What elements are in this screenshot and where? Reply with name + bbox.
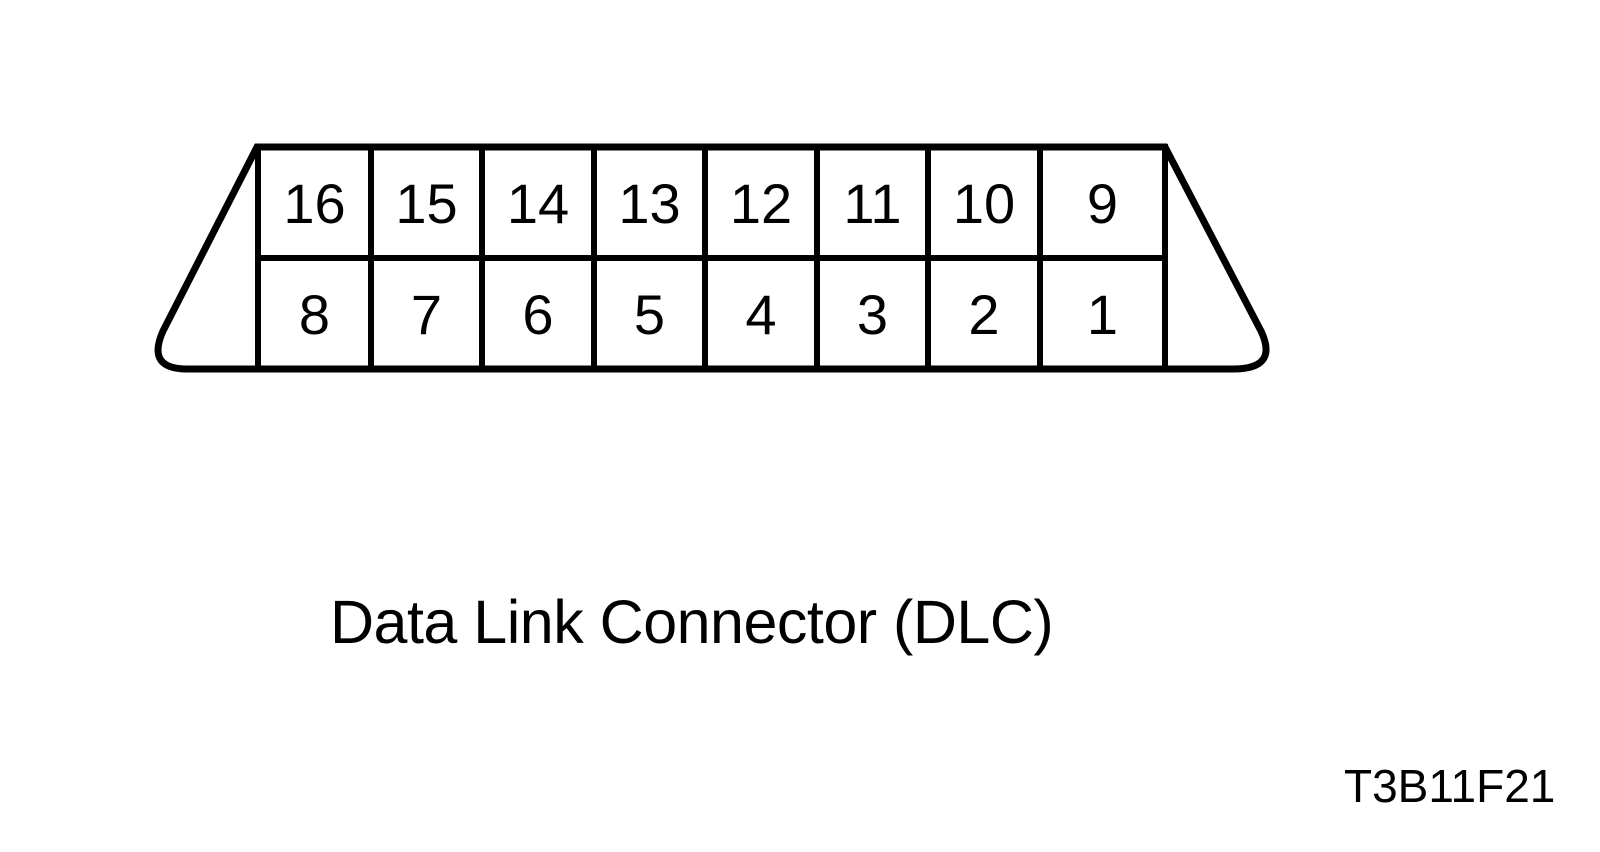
pin-number-6: 6 [522,283,553,346]
pin-number-12: 12 [730,172,792,235]
pin-number-1: 1 [1087,283,1118,346]
pin-cell-1 [1037,255,1168,372]
pin-number-2: 2 [968,283,999,346]
pin-number-15: 15 [395,172,457,235]
pin-number-8: 8 [299,283,330,346]
dlc-connector-diagram: 16 15 14 13 12 11 10 9 8 7 6 5 4 3 2 1 [154,143,1270,373]
pin-grid: 16 15 14 13 12 11 10 9 8 7 6 5 4 3 2 1 [255,144,1168,372]
figure-caption: Data Link Connector (DLC) [330,588,1054,656]
pin-number-9: 9 [1087,172,1118,235]
pin-number-10: 10 [953,172,1015,235]
pin-number-3: 3 [857,283,888,346]
pin-number-13: 13 [618,172,680,235]
pin-number-14: 14 [507,172,569,235]
pin-number-11: 11 [843,172,901,235]
pin-number-16: 16 [283,172,345,235]
figure-code: T3B11F21 [1344,760,1556,812]
pin-number-5: 5 [634,283,665,346]
pin-number-4: 4 [745,283,776,346]
pin-number-7: 7 [411,283,442,346]
